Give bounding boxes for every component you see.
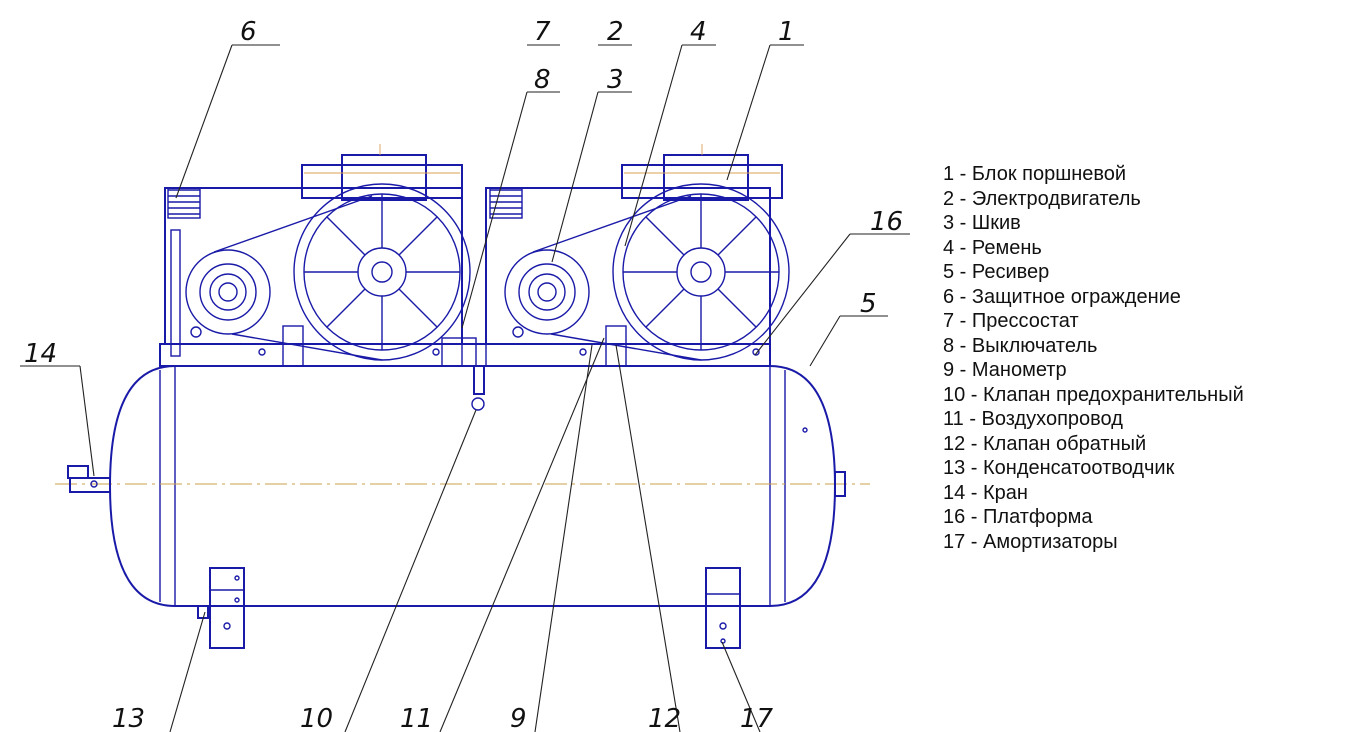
legend-item: 13 - Конденсатоотводчик [943,457,1175,479]
legend-item: 14 - Кран [943,481,1028,504]
legend-item: 11 - Воздухопровод [943,408,1123,430]
legend-item: 16 - Платформа [943,506,1093,528]
condensate-drain [197,605,209,619]
legend-item: 5 - Ресивер [943,261,1050,283]
compressor-unit-right [485,144,790,367]
receiver-tank [55,365,870,607]
callout-2: 2 [607,17,624,47]
compressor-unit-left [164,144,471,367]
callout-7: 7 [534,17,551,47]
support-foot-right [705,567,741,649]
callout-6: 6 [240,17,257,47]
legend-item: 3 - Шкив [943,212,1021,234]
callout-17: 17 [740,704,774,732]
callout-3: 3 [607,65,624,95]
callout-4: 4 [690,17,707,47]
callout-13: 13 [112,704,145,732]
legend-item: 17 - Амортизаторы [943,530,1118,553]
legend-item: 2 - Электродвигатель [943,187,1141,210]
legend-item: 6 - Защитное ограждение [943,285,1181,308]
legend-item: 9 - Манометр [943,359,1067,381]
callout-16: 16 [870,207,903,237]
tank-nozzle [834,471,846,497]
legend-item: 8 - Выключатель [943,334,1098,357]
callout-11: 11 [400,704,433,732]
leader-lines [20,44,910,732]
callout-5: 5 [860,289,877,319]
legend-item: 7 - Прессостат [943,310,1079,332]
parts-legend: 1 - Блок поршневой 2 - Электродвигатель … [943,162,1244,554]
legend-item: 12 - Клапан обратный [943,432,1147,455]
legend-item: 1 - Блок поршневой [943,163,1127,185]
platform [159,337,771,411]
callout-12: 12 [648,704,681,732]
callout-8: 8 [534,65,551,95]
callout-10: 10 [300,704,333,732]
tap [67,465,111,493]
legend-item: 4 - Ремень [943,236,1042,259]
legend-item: 10 - Клапан предохранительный [943,383,1244,406]
callout-14: 14 [24,339,57,369]
callout-9: 9 [510,704,527,732]
callout-labels: 1 2 3 4 5 6 7 8 9 10 11 12 13 14 16 17 [24,17,903,732]
support-foot-left [209,567,245,649]
callout-1: 1 [778,17,795,47]
